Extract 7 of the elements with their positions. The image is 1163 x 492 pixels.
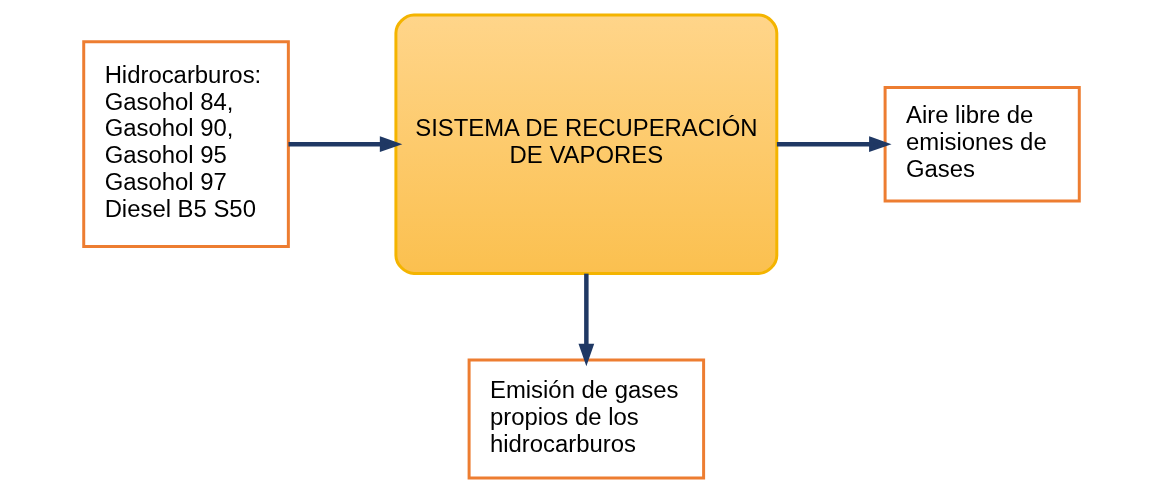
node-box: Aire libre de emisiones de Gases [883, 85, 1081, 202]
node-box: Hidrocarburos: Gasohol 84, Gasohol 90, Gasohol 95 Gasohol 97 Diesel B5 S50 [82, 39, 290, 248]
arrow [288, 135, 403, 152]
node-box: SISTEMA DE RECUPERACIÓN DE VAPORES [394, 12, 779, 275]
node-box: Emisión de gases propios de los hidrocarburos [467, 358, 706, 480]
arrow [776, 135, 892, 152]
arrow [578, 273, 595, 366]
